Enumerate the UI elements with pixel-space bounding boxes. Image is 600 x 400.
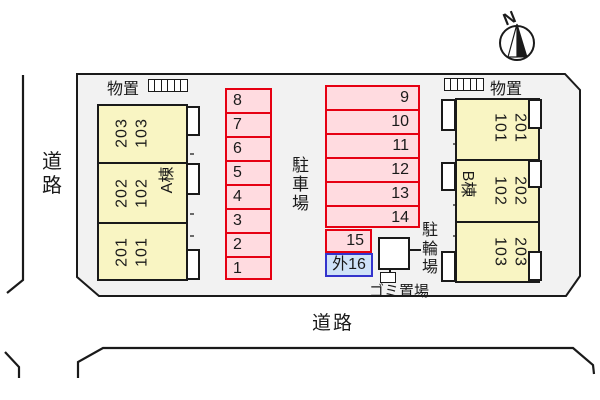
parking-space: 3 xyxy=(227,210,270,234)
building-b-porch-left-1 xyxy=(441,99,456,131)
compass: N xyxy=(499,7,535,61)
building-a-porch-1 xyxy=(186,106,200,136)
parking-space: 6 xyxy=(227,138,270,162)
building-a-room-1: 203 103 xyxy=(112,118,151,148)
parking-space: 11 xyxy=(327,135,418,159)
room-number: 103 xyxy=(133,118,150,148)
room-number: 202 xyxy=(511,176,529,206)
room-number: 203 xyxy=(511,237,529,267)
building-b-room-3: 203 103 xyxy=(490,237,529,267)
storage-right-units xyxy=(443,78,484,91)
building-a-divider-2 xyxy=(97,222,188,224)
compass-needle-black xyxy=(516,23,528,58)
room-number: 203 xyxy=(113,118,131,148)
room-number: 201 xyxy=(511,113,529,143)
storage-left-units xyxy=(147,79,188,92)
road-left-label: 道路 xyxy=(42,151,62,197)
garbage-area-label: ゴミ置場 xyxy=(369,283,430,300)
building-a-divider-1 xyxy=(97,162,188,164)
garbage-box xyxy=(380,272,396,283)
bicycle-parking-box xyxy=(378,237,410,270)
building-b-divider-1 xyxy=(455,159,540,161)
building-a-room-3: 201 101 xyxy=(112,237,151,267)
parking-space: 13 xyxy=(327,183,418,207)
building-b-porch-left-3 xyxy=(441,251,456,282)
compass-needle-white xyxy=(507,23,518,58)
parking-space: 8 xyxy=(227,90,270,114)
building-a-porch-2 xyxy=(186,163,200,195)
parking-space: 10 xyxy=(327,111,418,135)
room-number: 202 xyxy=(113,178,131,208)
room-number: 102 xyxy=(133,178,150,208)
parking-space: 12 xyxy=(327,159,418,183)
garbage-box-tick xyxy=(389,268,391,272)
building-b-room-2: 202 102 xyxy=(490,176,529,206)
parking-space: 4 xyxy=(227,186,270,210)
building-b-divider-2 xyxy=(455,221,540,223)
building-b-porch-right-3 xyxy=(528,251,542,281)
bicycle-area-label: 駐輪場 xyxy=(421,222,438,277)
road-bottom-label: 道路 xyxy=(312,313,355,334)
building-a-name: A棟 xyxy=(159,166,177,194)
room-number: 101 xyxy=(133,237,150,267)
storage-left-label: 物置 xyxy=(107,81,140,98)
building-b-porch-right-1 xyxy=(528,99,542,129)
room-number: 201 xyxy=(113,237,131,267)
building-b-porch-right-2 xyxy=(528,160,542,188)
building-b-name: B棟 xyxy=(458,170,476,198)
building-b xyxy=(455,98,540,283)
parking-center-column: 9 10 11 12 13 14 xyxy=(325,85,420,228)
road-bottom-line xyxy=(76,346,596,378)
building-a xyxy=(97,104,188,281)
building-b-porch-left-2 xyxy=(441,162,456,191)
parking-space: 1 xyxy=(227,258,270,278)
room-number: 102 xyxy=(492,176,509,206)
storage-right-label: 物置 xyxy=(490,81,523,98)
parking-space: 14 xyxy=(327,207,418,226)
building-a-porch-3 xyxy=(186,249,200,280)
parking-space-16: 外16 xyxy=(325,253,373,277)
parking-space: 5 xyxy=(227,162,270,186)
room-number: 103 xyxy=(492,237,509,267)
parking-area-label: 駐車場 xyxy=(292,156,309,214)
bicycle-label-connector xyxy=(410,249,421,251)
room-number: 101 xyxy=(492,113,509,143)
parking-space: 9 xyxy=(327,87,418,111)
parking-left-column: 8 7 6 5 4 3 2 1 xyxy=(225,88,272,280)
parking-space-15: 15 xyxy=(325,229,372,253)
building-a-room-2: 202 102 xyxy=(112,178,151,208)
parking-space: 7 xyxy=(227,114,270,138)
road-corner-stub xyxy=(4,351,21,378)
road-left-line xyxy=(6,75,25,294)
building-b-room-1: 201 101 xyxy=(490,113,529,143)
parking-space: 2 xyxy=(227,234,270,258)
